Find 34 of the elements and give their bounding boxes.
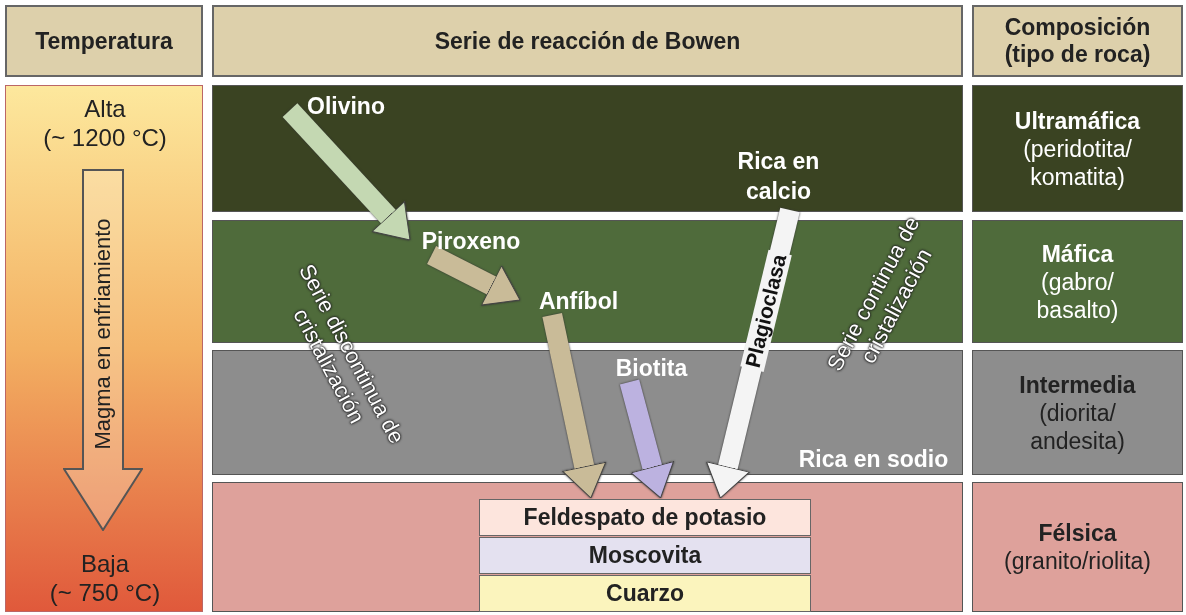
composition-cell [972,85,1183,212]
rock-band [212,85,963,212]
temperature-label: Alta (~ 1200 °C) [42,94,168,152]
header-cell: Composición (tipo de roca) [972,5,1183,77]
header-cell: Temperatura [5,5,203,77]
composition-cell [972,220,1183,343]
rock-type-heading: Félsica [1038,519,1117,547]
mineral-label: Piroxeno [411,226,531,256]
header-cell: Serie de reacción de Bowen [212,5,963,77]
mineral-label: Rica en calcio [716,141,841,211]
cooling-arrow [63,169,143,531]
arrow [427,246,521,306]
arrow-label: Magma en enfriamiento [90,218,116,450]
rock-examples: (peridotita/ komatita) [1022,134,1133,191]
rock-examples: (granito/riolita) [1004,547,1151,575]
rock-type-heading: Máfica [1041,239,1114,268]
mineral-box: Moscovita [479,537,811,574]
mineral-label: Biotita [599,353,704,383]
mineral-box: Feldespato de potasio [479,499,811,536]
arrow [282,103,411,241]
mineral-label: Rica en sodio [771,444,976,474]
composition-cell [972,350,1183,475]
rock-type-heading: Intermedia [1019,370,1136,399]
composition-cell [972,482,1183,612]
arrow [619,379,675,499]
rock-band [212,482,963,612]
mineral-label: Anfíbol [521,286,636,316]
rock-examples: (gabro/ basalto) [1035,267,1120,324]
rock-examples: (diorita/ andesita) [1029,398,1126,455]
rock-type-heading: Ultramáfica [1014,106,1141,135]
mineral-label: Olivino [291,91,401,121]
temperature-label: Baja (~ 750 °C) [48,549,162,607]
mineral-box: Cuarzo [479,575,811,612]
temperature-bar [5,85,203,612]
